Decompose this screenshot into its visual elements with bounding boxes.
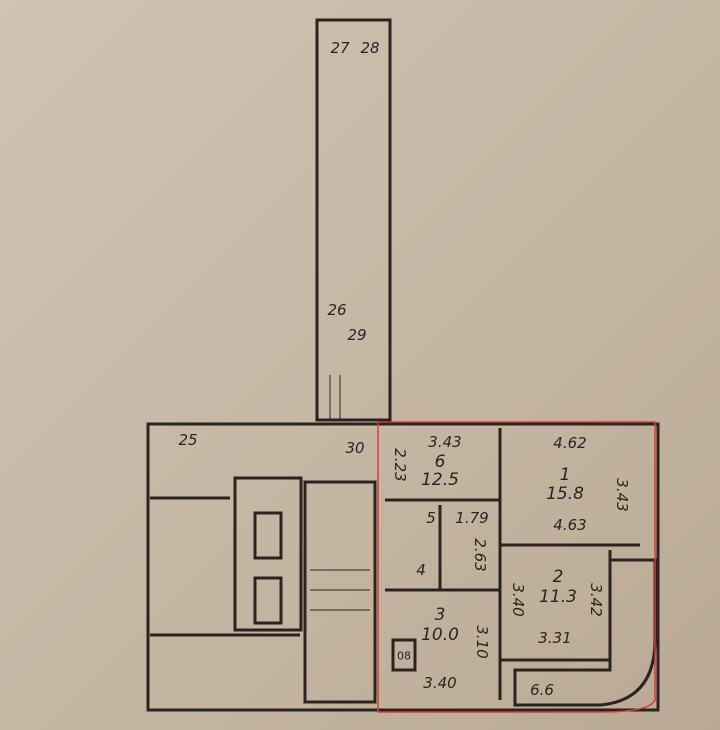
room5-height: 2.63 [471,538,489,572]
elevator-2 [253,576,283,625]
room2-number: 2 [552,567,564,587]
label-27: 27 [330,39,350,57]
label-28: 28 [360,39,380,57]
room5-width: 1.79 [455,509,489,527]
stairwell [303,480,377,704]
room2-area: 11.3 [539,587,577,607]
room1-area: 15.8 [546,484,584,504]
room1-width2: 4.63 [553,516,587,534]
elevator-1 [253,511,283,560]
stove-label: 08 [397,649,411,663]
stove [391,638,417,672]
room6-area: 12.5 [421,470,459,490]
room2-width: 3.31 [538,629,572,647]
room3-height: 3.10 [473,625,491,659]
room1-number: 1 [559,465,571,485]
room6-width: 3.43 [428,433,462,451]
room5-number: 5 [426,509,436,527]
room3-width: 3.40 [423,674,457,692]
room4-number: 4 [416,561,426,579]
room6-height: 2.23 [391,448,409,482]
label-25: 25 [178,431,198,449]
outer-wall [146,422,660,712]
room2-height2: 3.42 [587,583,605,617]
elevator-shaft [233,476,303,632]
room6-number: 6 [434,452,446,472]
room2-height: 3.40 [509,583,527,617]
label-26: 26 [327,301,347,319]
corridor-wall [315,18,392,422]
room1-height: 3.43 [613,478,631,512]
label-30: 30 [345,439,365,457]
room3-number: 3 [434,605,446,625]
room1-width: 4.62 [553,434,587,452]
label-29: 29 [347,326,367,344]
apartment-highlight [377,421,656,713]
room3-area: 10.0 [421,625,459,645]
balcony-area: 6.6 [530,681,554,699]
